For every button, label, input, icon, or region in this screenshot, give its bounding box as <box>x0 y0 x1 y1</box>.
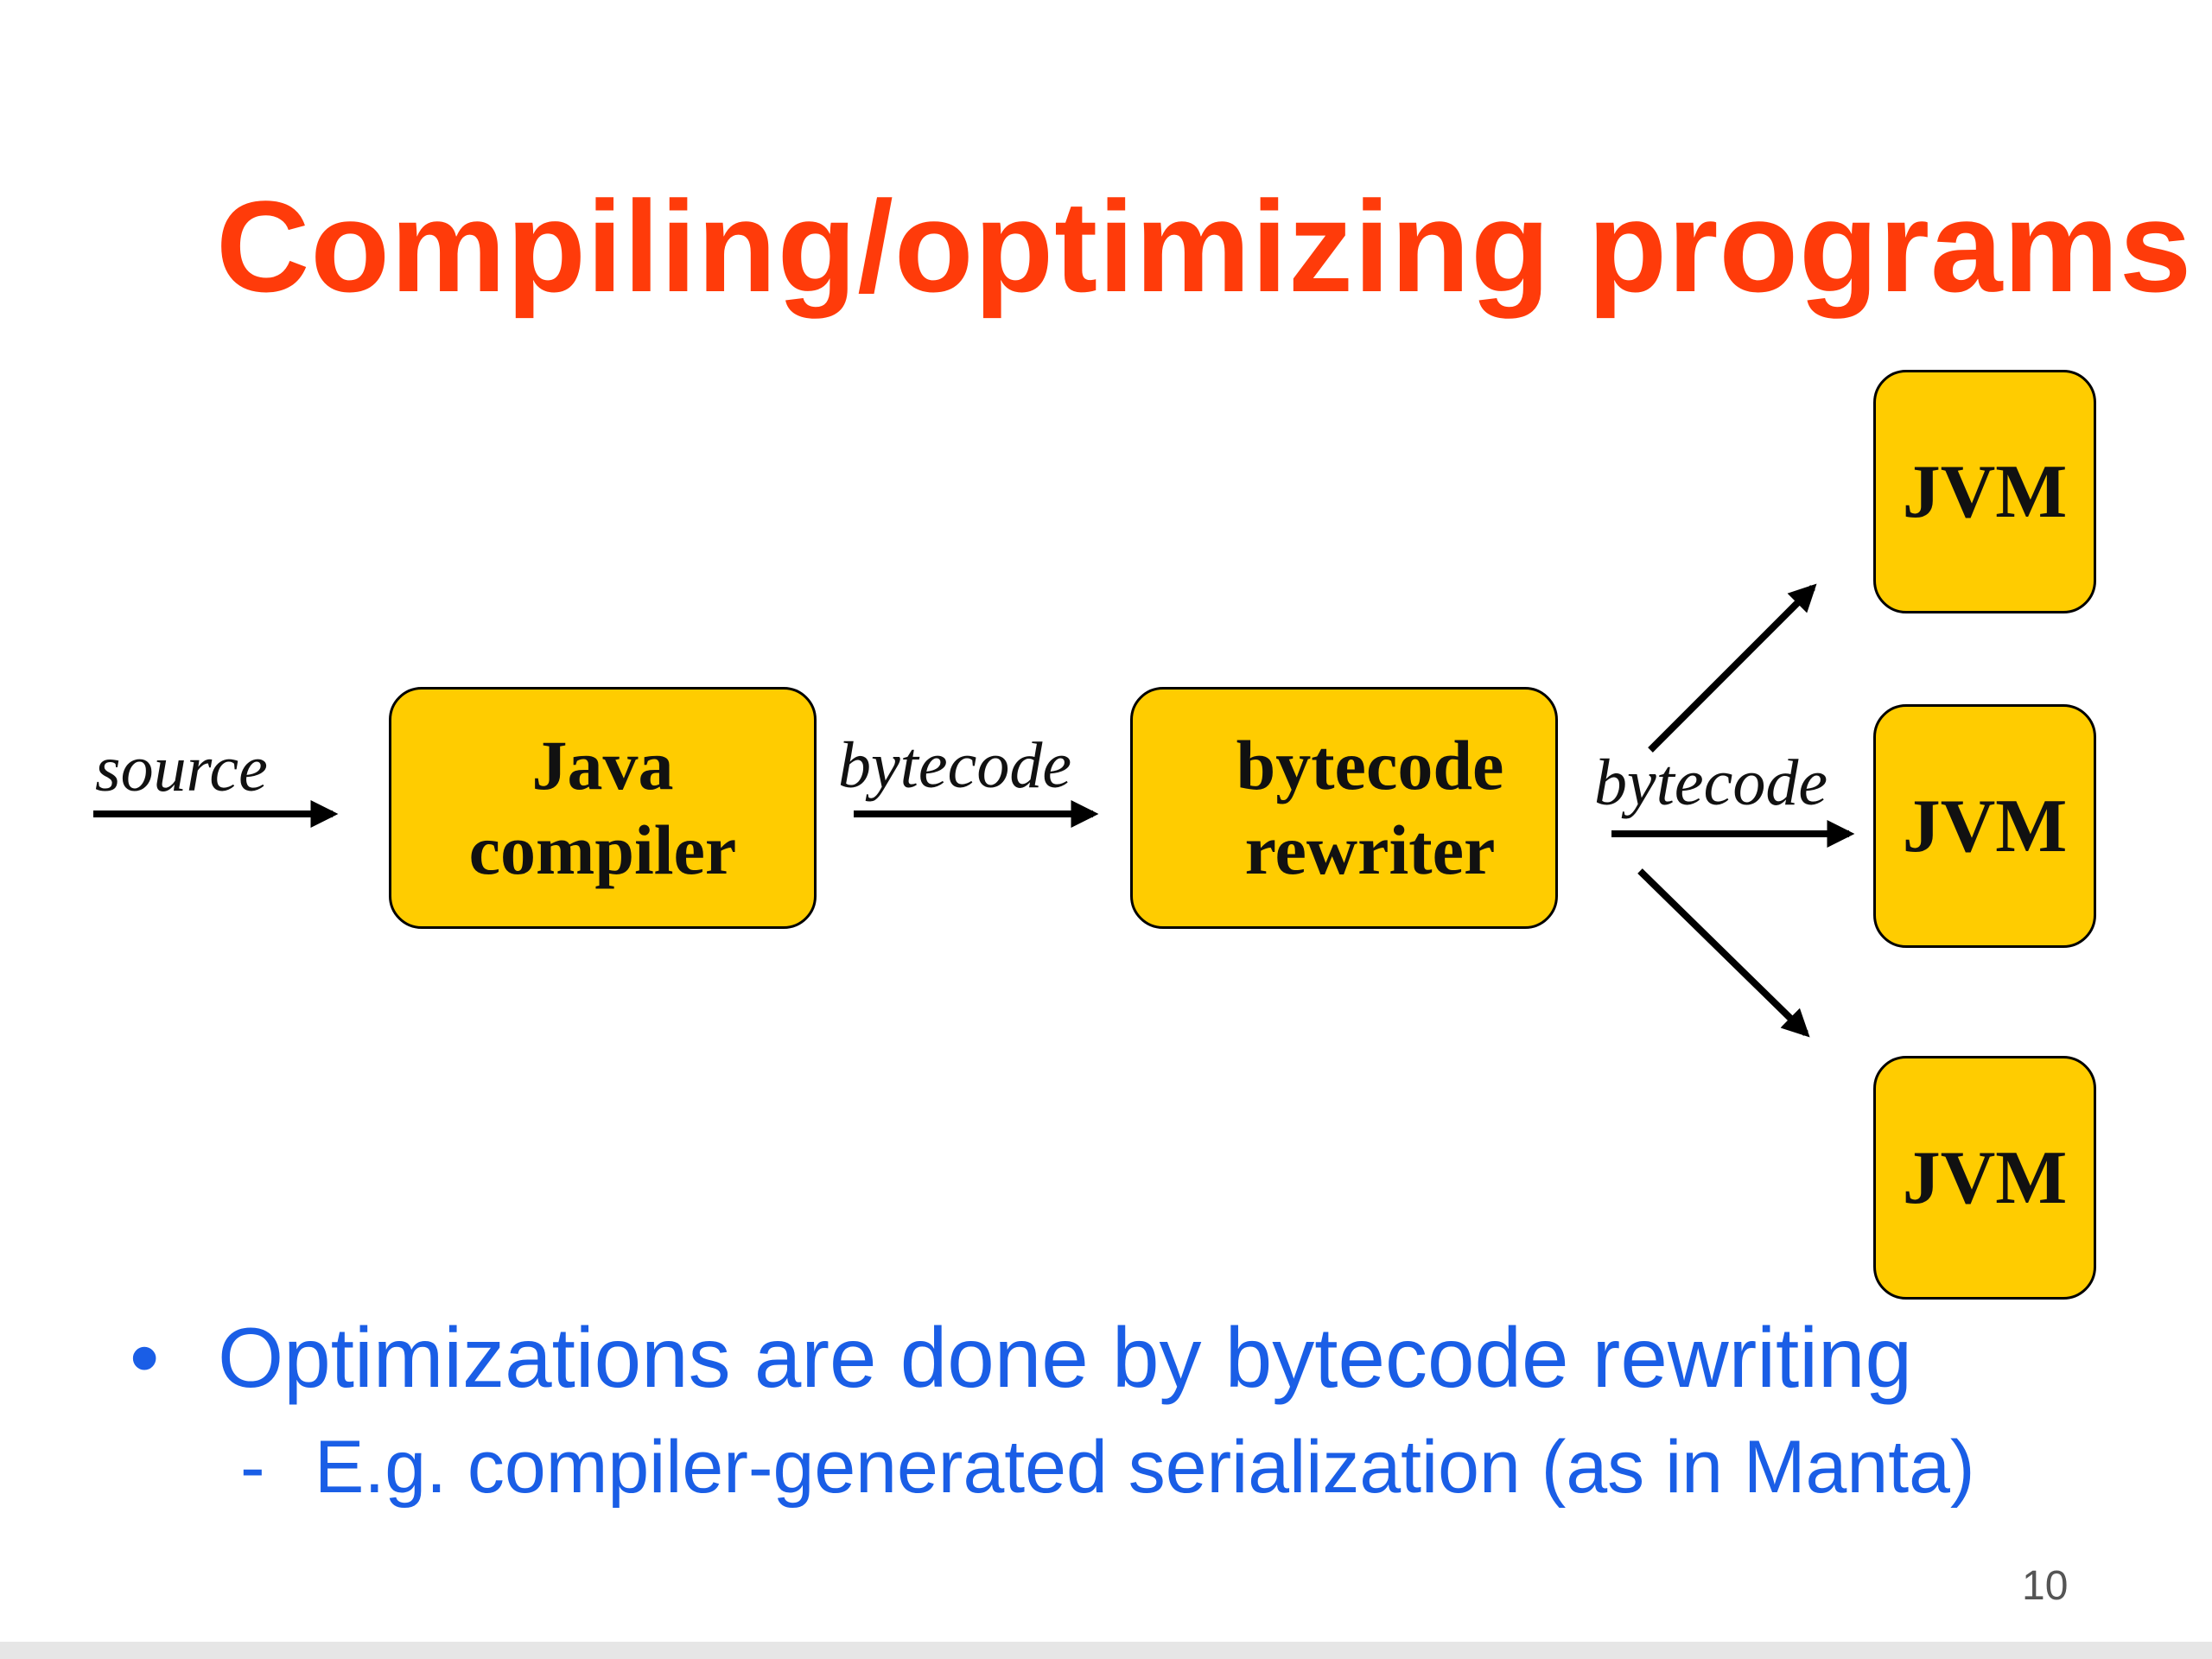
sub-bullet-text: E.g. compiler-generated serialization (a… <box>315 1426 1975 1509</box>
slide-number: 10 <box>2022 1563 2069 1609</box>
footer-divider <box>0 1642 2212 1659</box>
node-bytecode-rewriter-line1: bytecode <box>1236 725 1504 804</box>
node-bytecode-rewriter-line2: rewriter <box>1244 810 1496 889</box>
node-java-compiler-line1: Java <box>531 725 674 804</box>
edge-label-bytecode-2: bytecode <box>1594 747 1828 819</box>
node-jvm-bottom: JVM <box>1873 1056 2096 1300</box>
node-java-compiler-line2: compiler <box>468 810 737 889</box>
bullet-item: •Optimizations are done by bytecode rewr… <box>130 1315 1912 1400</box>
node-jvm-middle: JVM <box>1873 704 2096 948</box>
bullet-text: Optimizations are done by bytecode rewri… <box>218 1310 1913 1405</box>
arrow-rewriter-to-jvm-top <box>1648 583 1817 753</box>
edge-label-source: source <box>95 733 268 805</box>
node-jvm-top-label: JVM <box>1902 449 2068 534</box>
node-bytecode-rewriter: bytecode rewriter <box>1130 687 1558 929</box>
bullet-marker: • <box>130 1310 160 1405</box>
sub-bullet-item: -E.g. compiler-generated serialization (… <box>240 1430 1975 1504</box>
arrow-rewriter-to-jvm-bottom <box>1637 868 1810 1038</box>
node-java-compiler: Java compiler <box>389 687 817 929</box>
node-jvm-bottom-label: JVM <box>1902 1135 2068 1220</box>
edge-label-bytecode-1: bytecode <box>838 729 1072 802</box>
node-jvm-middle-label: JVM <box>1902 784 2068 868</box>
sub-bullet-marker: - <box>240 1426 265 1509</box>
node-jvm-top: JVM <box>1873 370 2096 613</box>
slide-title: Compiling/optimizing programs <box>216 174 2193 319</box>
